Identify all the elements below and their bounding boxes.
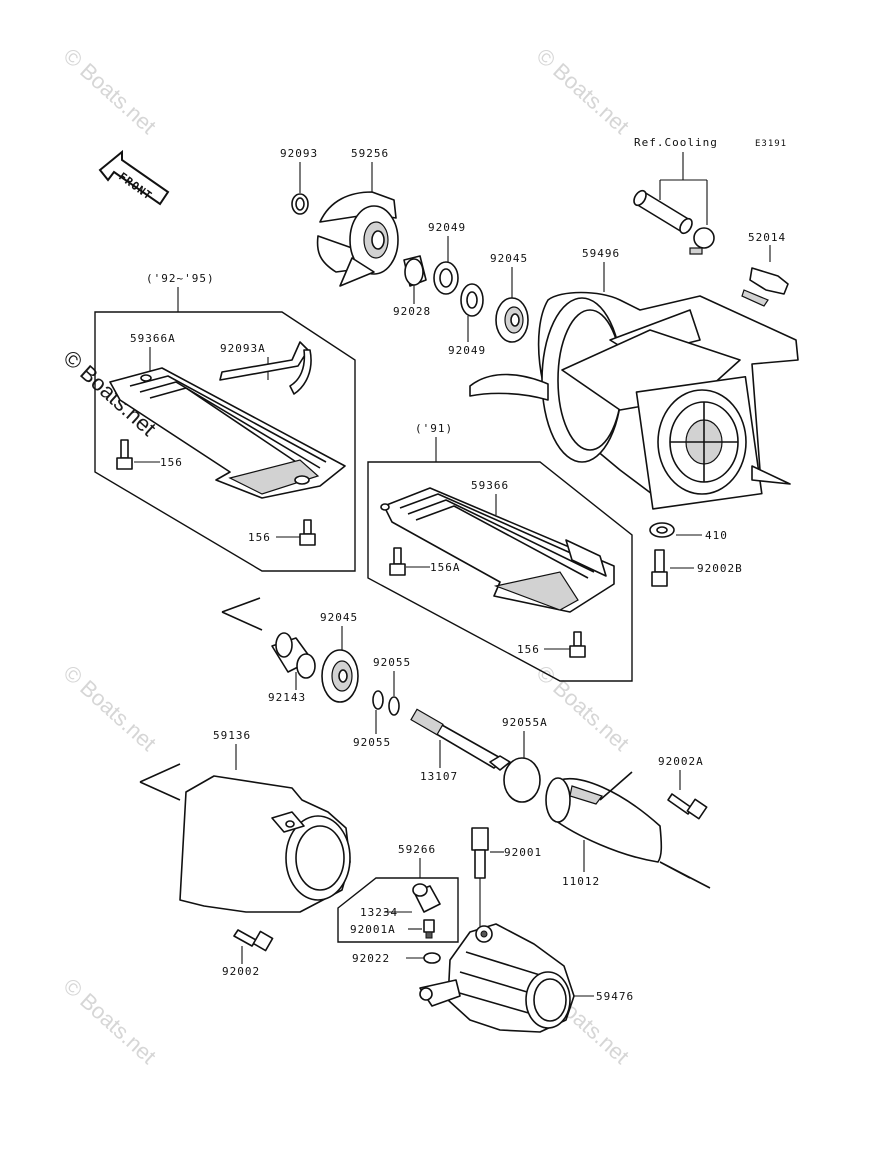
steering-nozzle-59136 bbox=[139, 763, 351, 913]
sleeve-92028 bbox=[403, 255, 427, 287]
impeller-part bbox=[316, 191, 399, 287]
washer-92022 bbox=[423, 952, 441, 964]
cooling-hose-part bbox=[633, 152, 715, 255]
frame-92-95 bbox=[94, 311, 356, 572]
bolt-156A bbox=[389, 547, 406, 576]
part-label-92093A: 92093A bbox=[220, 342, 266, 355]
figure-code: E3191 bbox=[755, 139, 787, 149]
year-note-92-95: ('92~'95) bbox=[146, 272, 215, 285]
part-label-410: 410 bbox=[705, 529, 728, 542]
part-label-92002B: 92002B bbox=[697, 562, 743, 575]
bearing-92045-b bbox=[321, 649, 359, 703]
part-label-59496: 59496 bbox=[582, 247, 620, 260]
reverse-bucket-59476 bbox=[419, 923, 575, 1033]
part-label-59366A: 59366A bbox=[130, 332, 176, 345]
intake-grate-59366 bbox=[380, 487, 615, 613]
fitting-92001A bbox=[423, 919, 435, 939]
part-label-92049-a: 92049 bbox=[428, 221, 466, 234]
ref-cooling-note: Ref.Cooling bbox=[634, 136, 718, 149]
elbow-fitting-part bbox=[741, 245, 789, 307]
part-label-156-c: 156 bbox=[517, 643, 540, 656]
part-label-92045-b: 92045 bbox=[320, 611, 358, 624]
pointer-triangle bbox=[221, 597, 263, 631]
part-label-59266: 59266 bbox=[398, 843, 436, 856]
bracket-92093A bbox=[219, 341, 312, 395]
part-label-59136: 59136 bbox=[213, 729, 251, 742]
year-note-91: ('91) bbox=[415, 422, 453, 435]
bolt-92001 bbox=[471, 827, 489, 879]
part-label-92022: 92022 bbox=[352, 952, 390, 965]
oring-92055-b bbox=[372, 690, 384, 710]
pump-case-59496 bbox=[469, 291, 799, 510]
seal-92093 bbox=[291, 193, 309, 215]
part-label-11012: 11012 bbox=[562, 875, 600, 888]
part-label-92055-a: 92055 bbox=[373, 656, 411, 669]
bolt-92002B bbox=[651, 549, 668, 587]
part-label-92049-b: 92049 bbox=[448, 344, 486, 357]
bolt-92002A bbox=[667, 793, 708, 820]
bolt-156-c bbox=[569, 631, 586, 658]
watermark-text: © Boats.net bbox=[59, 973, 161, 1069]
part-label-156-a: 156 bbox=[160, 456, 183, 469]
washer-92049-b bbox=[460, 283, 484, 317]
bolt-92002 bbox=[233, 929, 274, 952]
watermark-text: © Boats.net bbox=[59, 660, 161, 756]
part-label-92001A: 92001A bbox=[350, 923, 396, 936]
part-label-92055-b: 92055 bbox=[353, 736, 391, 749]
part-label-92002A: 92002A bbox=[658, 755, 704, 768]
part-label-59256: 59256 bbox=[351, 147, 389, 160]
part-label-92093: 92093 bbox=[280, 147, 318, 160]
part-label-52014: 52014 bbox=[748, 231, 786, 244]
front-arrow-icon: FRONT bbox=[98, 149, 170, 206]
part-label-59366: 59366 bbox=[471, 479, 509, 492]
watermark-text: © Boats.net bbox=[59, 43, 161, 139]
washer-410 bbox=[649, 522, 675, 538]
intake-grate-59366A bbox=[109, 367, 346, 499]
part-label-92002: 92002 bbox=[222, 965, 260, 978]
part-label-156-b: 156 bbox=[248, 531, 271, 544]
bolt-156-a bbox=[116, 439, 133, 470]
part-label-92001: 92001 bbox=[504, 846, 542, 859]
bearing-92045-a bbox=[495, 297, 529, 343]
part-label-13107: 13107 bbox=[420, 770, 458, 783]
frame-59266 bbox=[337, 877, 459, 943]
frame-91 bbox=[367, 461, 633, 682]
washer-92049-a bbox=[433, 261, 459, 295]
part-label-92143: 92143 bbox=[268, 691, 306, 704]
spacer-92143 bbox=[271, 632, 316, 679]
watermark-text: © Boats.net bbox=[532, 43, 634, 139]
oring-92055-a bbox=[388, 696, 400, 716]
oring-92055A bbox=[503, 757, 541, 803]
part-label-92028: 92028 bbox=[393, 305, 431, 318]
part-label-92055A: 92055A bbox=[502, 716, 548, 729]
shaft-13107 bbox=[410, 708, 511, 771]
part-label-13234: 13234 bbox=[360, 906, 398, 919]
nozzle-11012 bbox=[545, 771, 711, 889]
bolt-156-b bbox=[299, 519, 316, 546]
part-label-59476: 59476 bbox=[596, 990, 634, 1003]
part-label-92045-a: 92045 bbox=[490, 252, 528, 265]
pin-13234 bbox=[412, 883, 441, 913]
part-label-156A: 156A bbox=[430, 561, 461, 574]
